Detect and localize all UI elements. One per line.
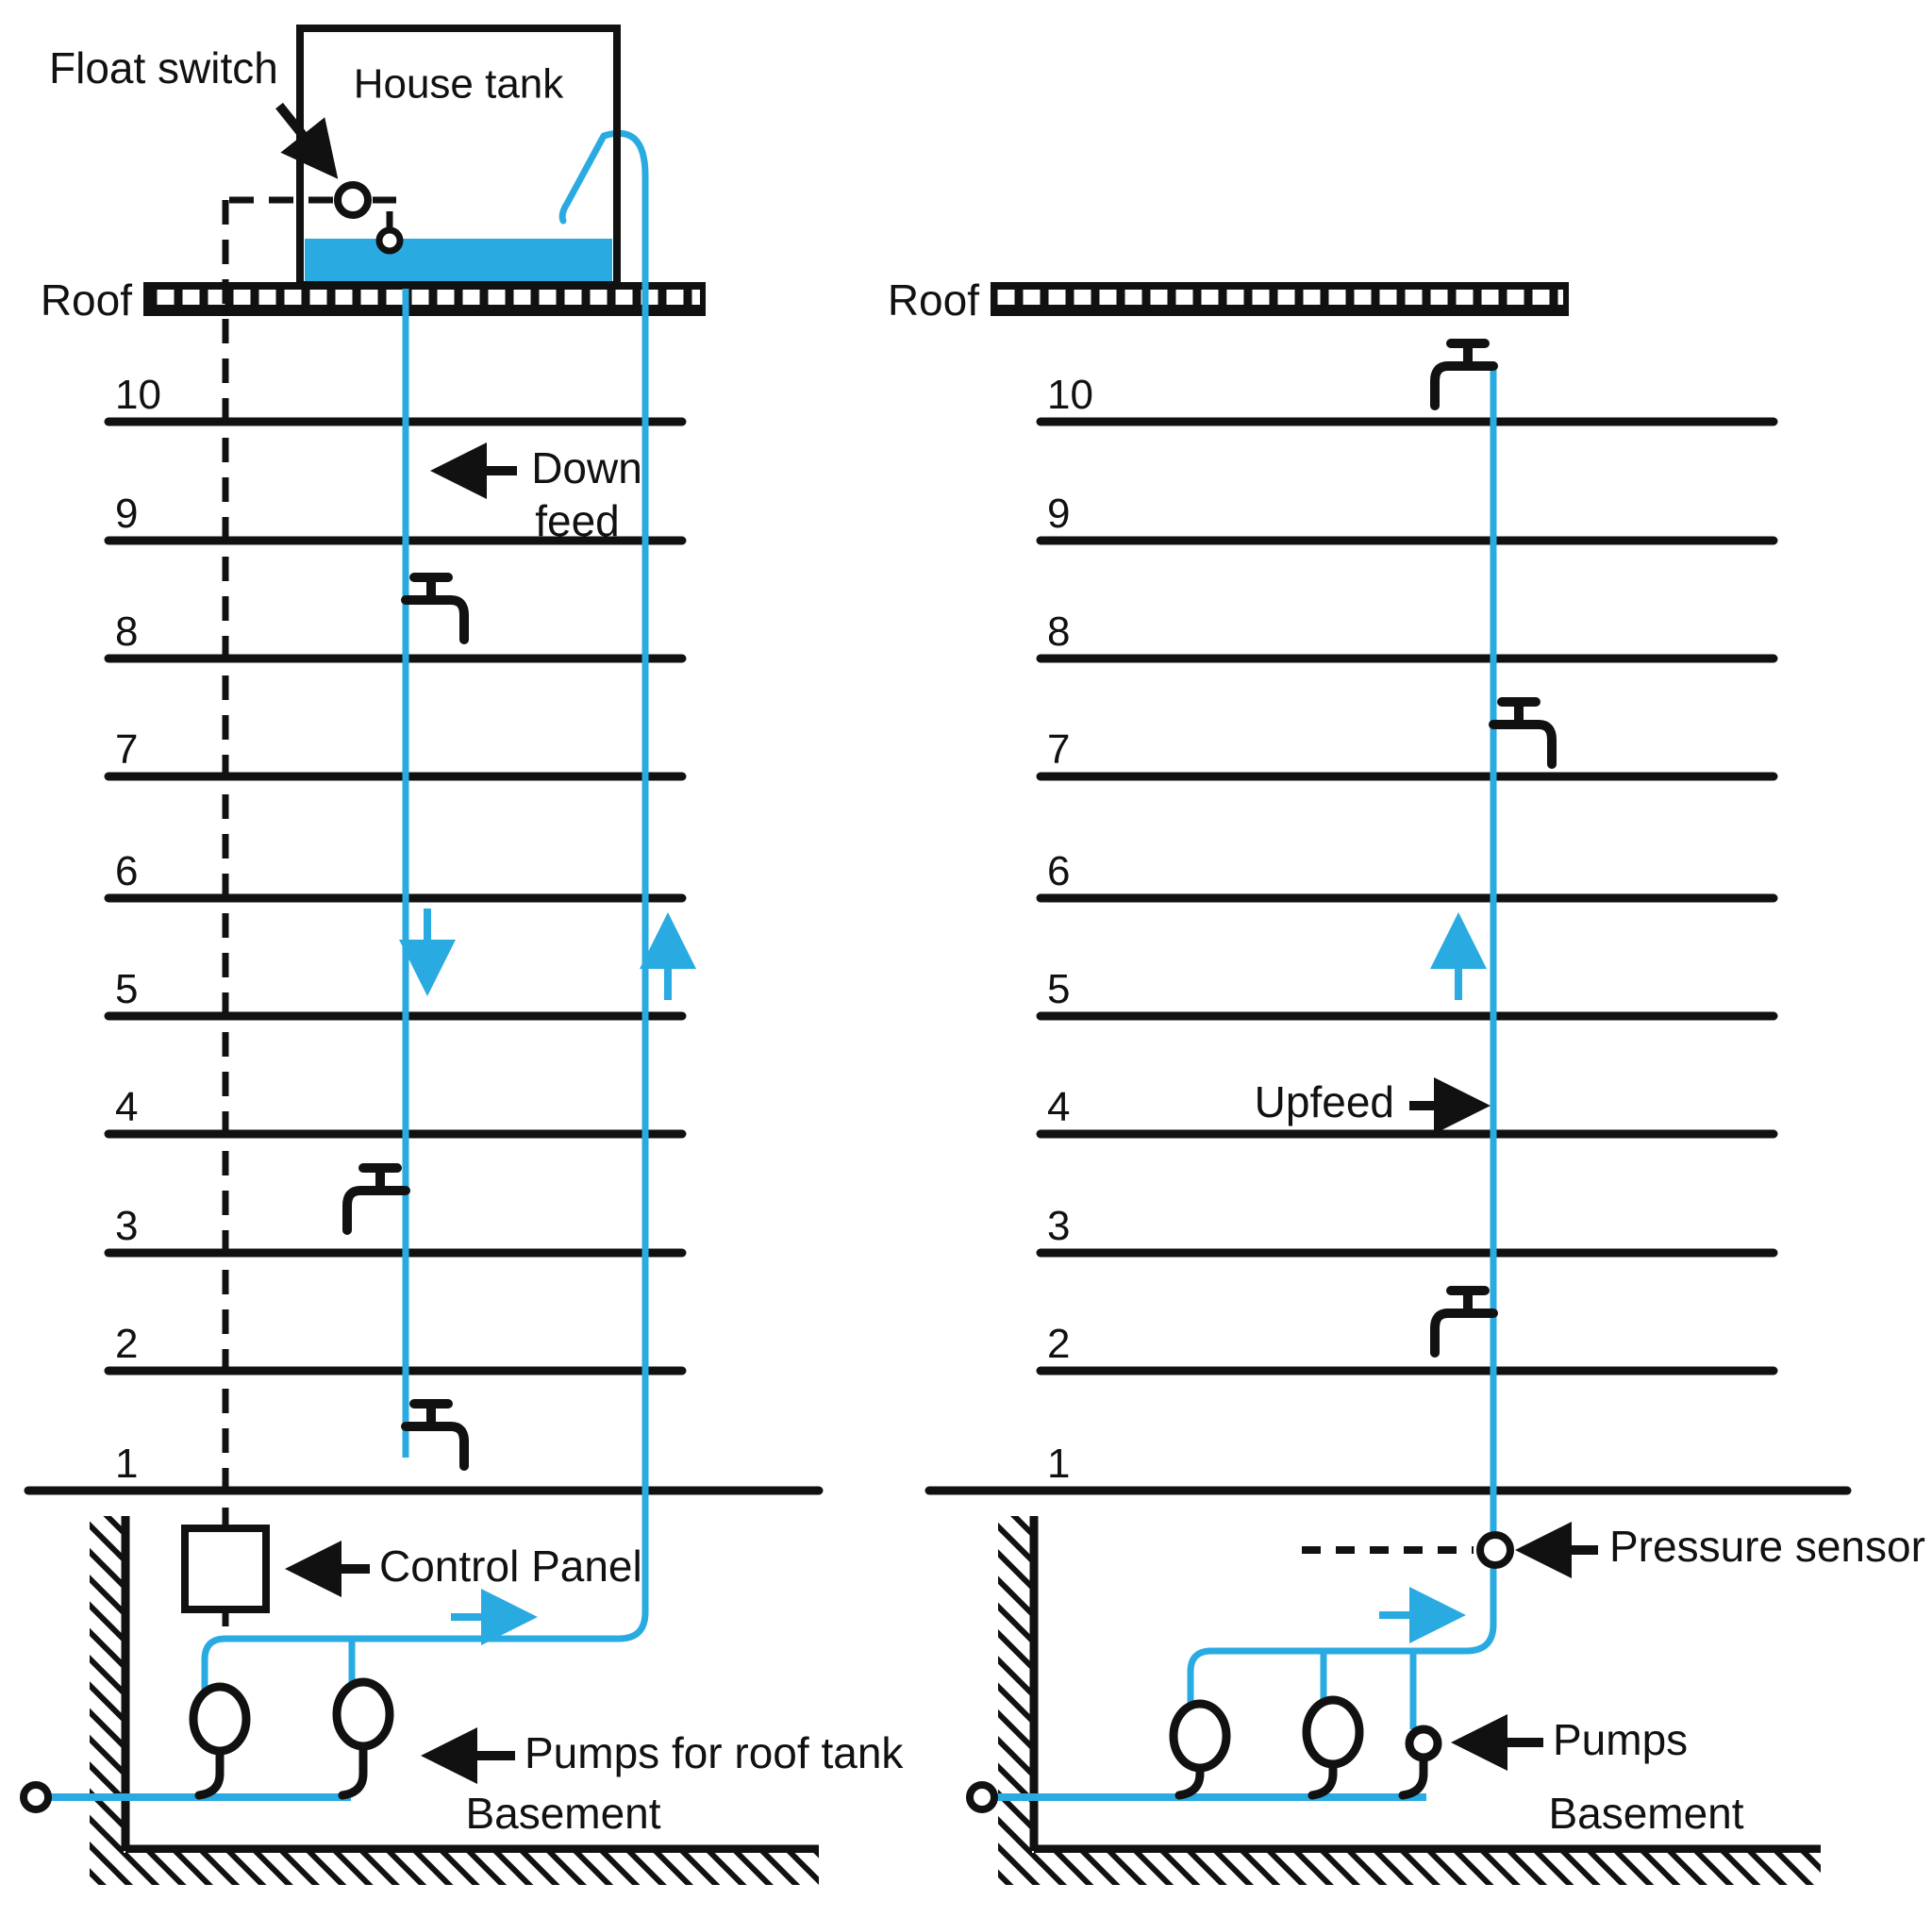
roof-label: Roof [41, 275, 132, 325]
float-switch-label: Float switch [49, 43, 278, 92]
left-system-diagram: 10 9 8 7 6 5 4 3 2 1 Roof House tank Float switch… [20, 25, 904, 1885]
right-pumps [1169, 1695, 1442, 1800]
floor-label: 10 [115, 372, 161, 418]
right-system-diagram: 10 9 8 7 6 5 4 3 2 1 Roof Upfeed Basement Pressur… [888, 275, 1925, 1885]
upfeed-riser-pipe [1187, 362, 1497, 1715]
floor-label: 8 [115, 608, 138, 655]
floor-label: 7 [1047, 726, 1070, 773]
basement-wall-hatch [998, 1516, 1032, 1885]
pumps-label: Pumps for roof tank [525, 1728, 904, 1777]
floor-label: 3 [1047, 1203, 1070, 1249]
floor-label: 2 [1047, 1321, 1070, 1367]
faucet-icon [401, 573, 469, 644]
riser-pipe-to-tank [201, 129, 649, 1713]
pump-icon [1398, 1725, 1442, 1800]
floor-label: 9 [1047, 491, 1070, 537]
pumps-label: Pumps [1553, 1715, 1688, 1764]
floor-label: 7 [115, 726, 138, 773]
roof-slab [991, 282, 1569, 316]
floor-label: 5 [1047, 966, 1070, 1012]
floor-label: 9 [115, 491, 138, 537]
floor-label: 1 [115, 1441, 138, 1487]
right-floor-lines: 10 9 8 7 6 5 4 3 2 1 [924, 372, 1852, 1495]
floor-label: 2 [115, 1321, 138, 1367]
right-faucets [1430, 339, 1557, 1358]
pump-icon [1169, 1699, 1231, 1800]
downfeed-label-line1: Down [531, 443, 642, 492]
faucet-icon [1430, 1286, 1498, 1358]
house-tank-label: House tank [354, 61, 565, 108]
pump-icon [189, 1682, 251, 1800]
float-switch-label-arrow [275, 102, 339, 179]
control-panel-box [181, 1525, 270, 1613]
tank-water [305, 239, 612, 281]
left-floor-lines: 10 9 8 7 6 5 4 3 2 1 [24, 372, 824, 1495]
basement-label: Basement [1548, 1789, 1743, 1838]
control-panel-label: Control Panel [379, 1542, 642, 1591]
water-main-inlet-icon [20, 1781, 52, 1813]
float-switch-icon [334, 181, 372, 219]
left-faucets [342, 573, 469, 1471]
floor-label: 8 [1047, 608, 1070, 655]
floor-label: 1 [1047, 1441, 1070, 1487]
floor-label: 6 [115, 848, 138, 894]
float-bob-icon [375, 226, 404, 255]
floor-label: 6 [1047, 848, 1070, 894]
water-main-inlet-icon [966, 1781, 998, 1813]
floor-label: 10 [1047, 372, 1093, 418]
roof-slab [143, 282, 706, 316]
downfeed-label-line2: feed [535, 496, 620, 545]
faucet-icon [401, 1399, 469, 1471]
basement-floor-hatch [998, 1853, 1821, 1885]
floor-label: 5 [115, 966, 138, 1012]
pump-icon [1302, 1695, 1364, 1800]
pressure-sensor-label: Pressure sensor [1609, 1522, 1925, 1571]
upfeed-label: Upfeed [1255, 1077, 1394, 1126]
floor-label: 4 [1047, 1084, 1070, 1130]
pump-icon [332, 1677, 394, 1800]
basement-wall-hatch [90, 1516, 124, 1885]
faucet-icon [342, 1163, 410, 1235]
basement-floor-hatch [90, 1853, 819, 1885]
faucet-icon [1489, 697, 1557, 769]
left-pumps [189, 1677, 394, 1800]
roof-label: Roof [888, 275, 979, 325]
basement-label: Basement [465, 1789, 660, 1838]
floor-label: 4 [115, 1084, 138, 1130]
floor-label: 3 [115, 1203, 138, 1249]
faucet-icon [1430, 339, 1498, 410]
pressure-sensor-icon [1476, 1531, 1514, 1569]
